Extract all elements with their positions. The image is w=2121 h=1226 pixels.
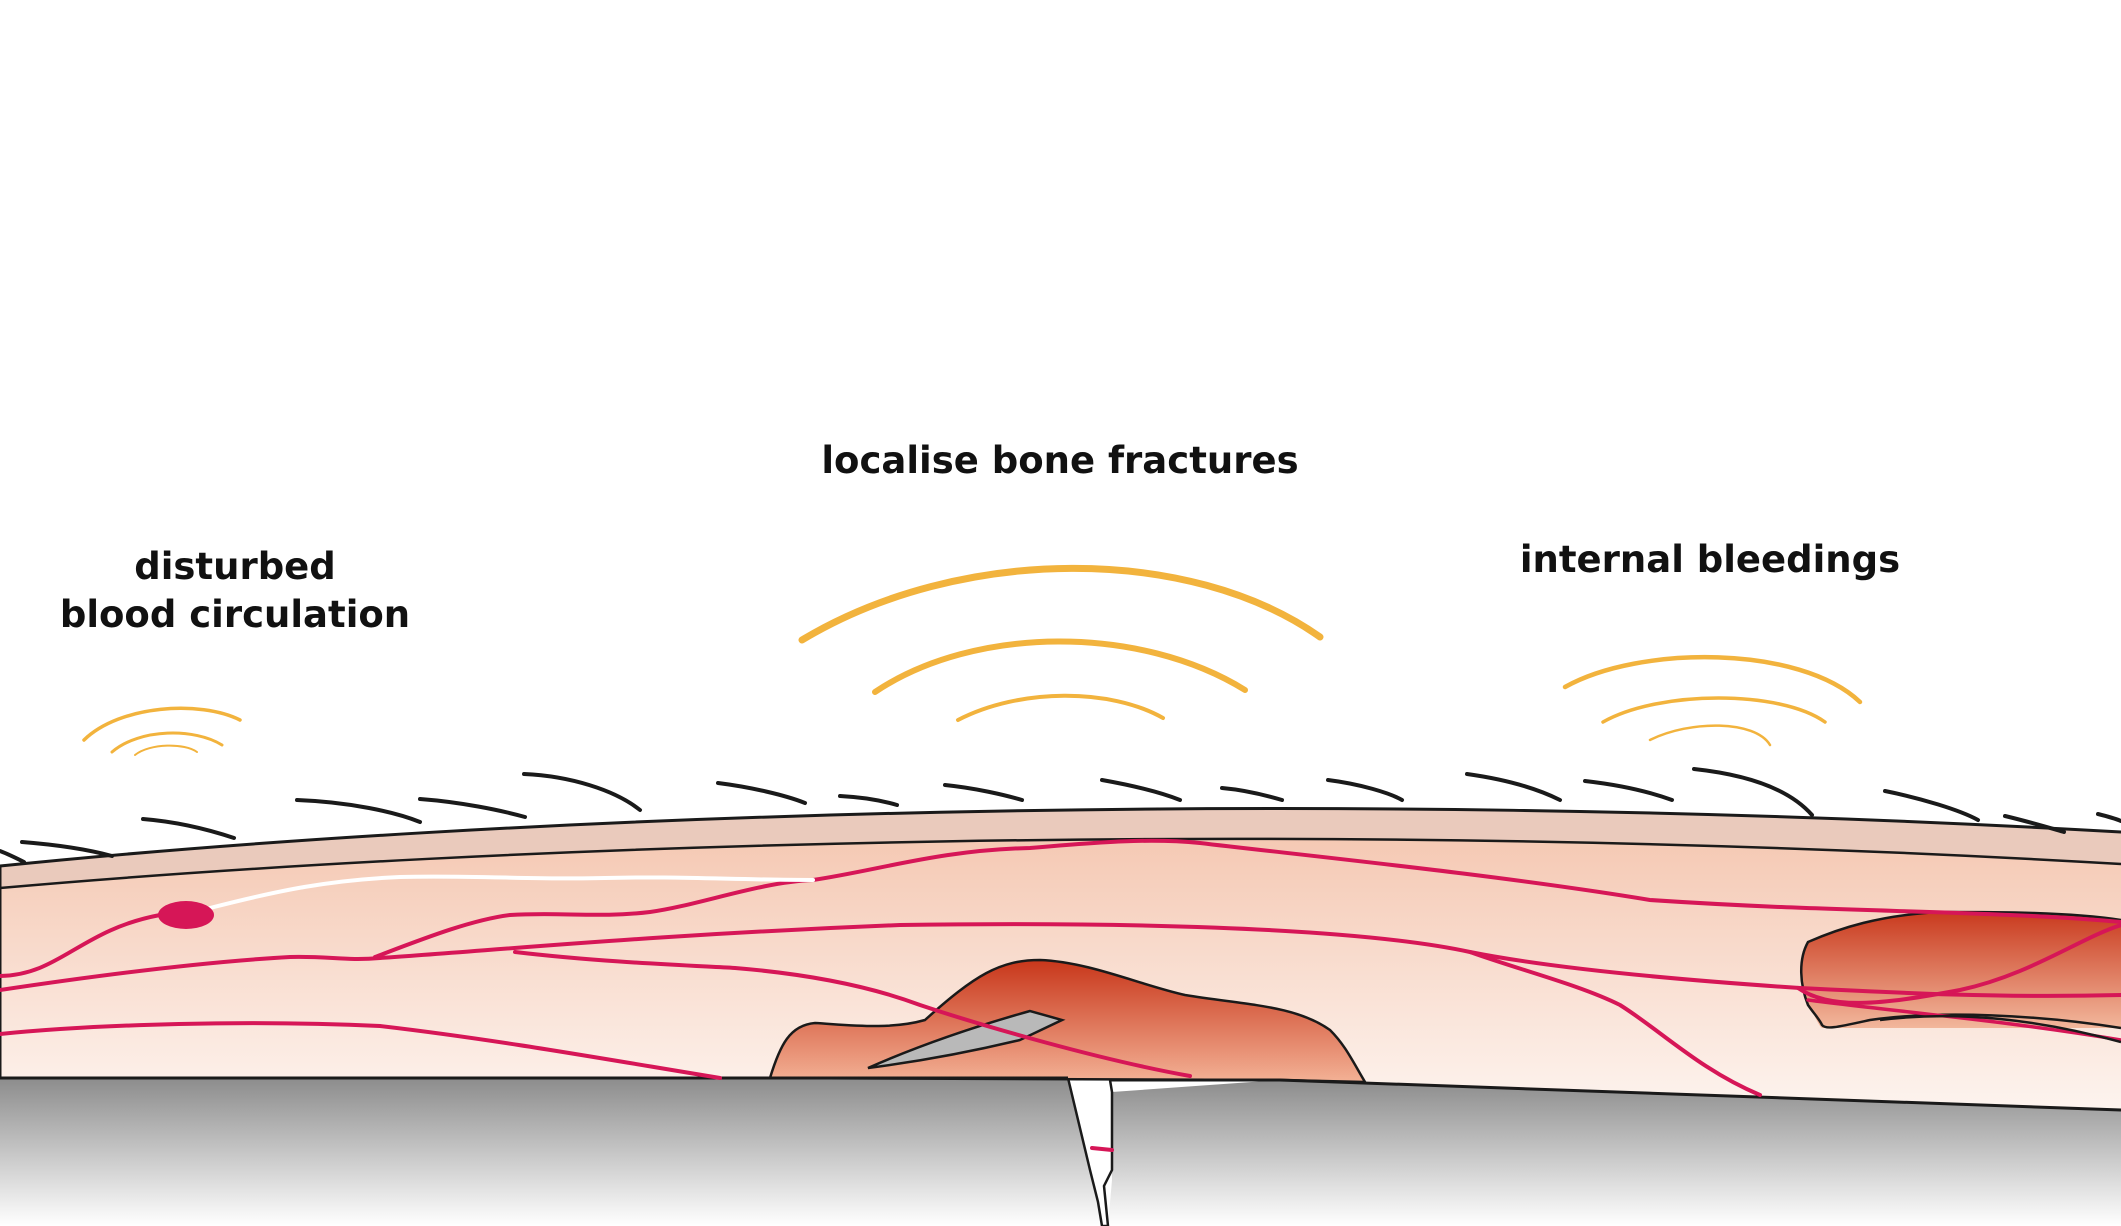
blocked-vessel [208,874,815,910]
label-line-disturbed: disturbed [134,545,336,588]
ultrasound-waves-bleeding [1562,654,1863,747]
label-line-blood-circulation: blood circulation [59,593,411,636]
bone [0,1078,2121,1226]
skin-epidermis [0,808,2121,888]
blood-vessels [0,838,2121,1152]
ultrasound-waves-circulation [82,706,242,756]
label-localise-bone-fractures: localise bone fractures [821,439,1299,482]
fracture-crack [1066,1077,1114,1226]
internal-bleeding-region [1801,912,2121,1028]
hairs [0,767,2121,864]
subcutaneous-tissue [0,808,2121,1110]
vessel-outline-right [1879,1014,2121,1044]
ultrasound-waves-fracture [798,564,1324,722]
skin-outlines [0,807,2121,1112]
label-disturbed-blood-circulation: disturbed blood circulation [30,543,440,639]
bone-fragment [867,1009,1066,1070]
label-internal-bleedings: internal bleedings [1519,538,1901,581]
blood-clot [158,901,214,929]
